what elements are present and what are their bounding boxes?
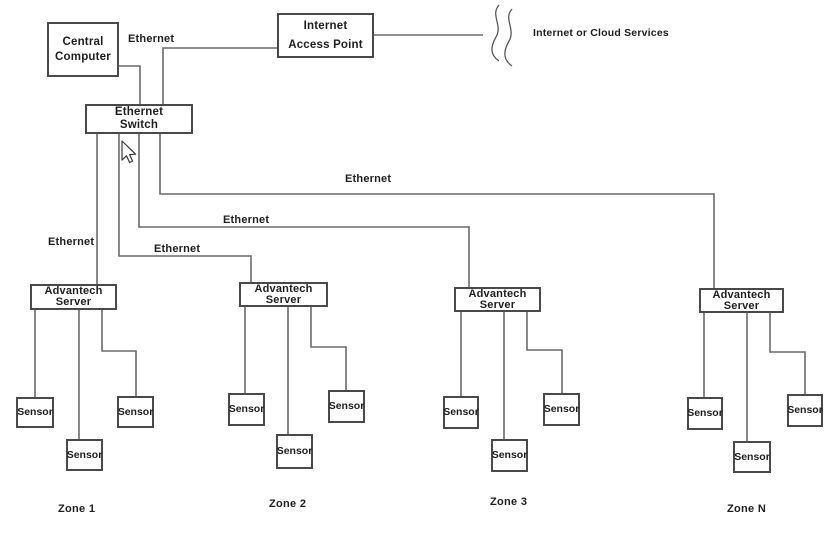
internet-access-point-label-line1: Internet: [303, 19, 348, 32]
sensor-label: Sensor: [117, 405, 154, 418]
zone3-advantech-server-node: Advantech Server: [454, 287, 541, 312]
ethernet-switch-label-line1: Ethernet: [114, 106, 164, 118]
zone1-server-label-line1: Advantech: [44, 285, 103, 297]
zone3-server-label-line2: Server: [479, 298, 516, 311]
ethernet-switch-label-line2: Switch: [119, 119, 159, 131]
sensor-label: Sensor: [543, 403, 580, 415]
sensor-label: Sensor: [443, 406, 479, 418]
cloud-services-label: Internet or Cloud Services: [533, 27, 669, 39]
cloud-squiggle-icon: [491, 4, 513, 67]
wire-zoneN-sensor3: [769, 313, 806, 394]
sensor-label: Sensor: [228, 403, 265, 415]
sensor-label: Sensor: [491, 449, 528, 461]
zone2-label: Zone 2: [269, 498, 307, 510]
sensor-label: Sensor: [328, 400, 365, 412]
zoneN-server-label-line1: Advantech: [712, 288, 771, 301]
zone3-sensor3-node: Sensor: [543, 393, 580, 426]
zoneN-sensor3-node: Sensor: [787, 394, 823, 427]
wire-zone2-sensor3: [310, 307, 347, 390]
zone2-sensor3-node: Sensor: [328, 390, 365, 423]
zone2-server-label-line2: Server: [265, 293, 302, 306]
ethernet-label-zone-n: Ethernet: [345, 173, 392, 185]
zone3-sensor2-node: Sensor: [491, 439, 528, 472]
zoneN-label: Zone N: [727, 503, 767, 515]
sensor-label: Sensor: [734, 450, 770, 463]
zone1-label: Zone 1: [58, 503, 96, 515]
zone2-advantech-server-node: Advantech Server: [239, 282, 328, 307]
wire-zone1-sensor3: [101, 310, 137, 396]
ethernet-label-zone-1: Ethernet: [48, 236, 95, 248]
wire-switch-to-access-point: [162, 47, 277, 104]
zone1-sensor3-node: Sensor: [117, 396, 154, 428]
wire-switch-to-zone2: [118, 134, 252, 282]
internet-access-point-node: Internet Access Point: [277, 13, 374, 58]
zone1-advantech-server-node: Advantech Server: [30, 284, 117, 310]
sensor-label: Sensor: [17, 406, 53, 418]
internet-access-point-label-line2: Access Point: [288, 38, 363, 51]
zone3-label: Zone 3: [490, 496, 528, 508]
zone1-server-label-line2: Server: [55, 296, 92, 308]
zone1-sensor1-node: Sensor: [16, 397, 54, 428]
sensor-label: Sensor: [276, 445, 313, 457]
wire-zone3-sensor3: [526, 312, 563, 393]
zoneN-server-label-line2: Server: [723, 299, 760, 312]
zone2-sensor1-node: Sensor: [228, 393, 265, 426]
sensor-label: Sensor: [787, 404, 823, 416]
zoneN-sensor2-node: Sensor: [733, 441, 771, 473]
central-computer-label-line2: Computer: [55, 50, 111, 63]
central-computer-node: Central Computer: [47, 22, 119, 77]
ethernet-switch-node: Ethernet Switch: [85, 104, 193, 134]
central-computer-label-line1: Central: [62, 35, 104, 48]
wire-switch-to-zoneN: [159, 134, 715, 288]
ethernet-label-zone-2: Ethernet: [154, 243, 201, 255]
sensor-label: Sensor: [66, 448, 103, 461]
zone2-sensor2-node: Sensor: [276, 434, 313, 469]
mouse-cursor-icon: [121, 140, 137, 164]
zoneN-advantech-server-node: Advantech Server: [699, 288, 784, 313]
zoneN-sensor1-node: Sensor: [687, 397, 723, 430]
sensor-label: Sensor: [687, 407, 723, 419]
zone2-server-label-line1: Advantech: [254, 282, 313, 295]
ethernet-label-switch-to-internet: Ethernet: [128, 33, 175, 45]
zone1-sensor2-node: Sensor: [66, 439, 103, 471]
wire-computer-to-switch: [119, 65, 141, 104]
wire-switch-to-zone3: [138, 134, 470, 287]
zone3-server-label-line1: Advantech: [468, 287, 527, 300]
ethernet-label-zone-3: Ethernet: [223, 214, 270, 226]
zone3-sensor1-node: Sensor: [443, 396, 479, 429]
